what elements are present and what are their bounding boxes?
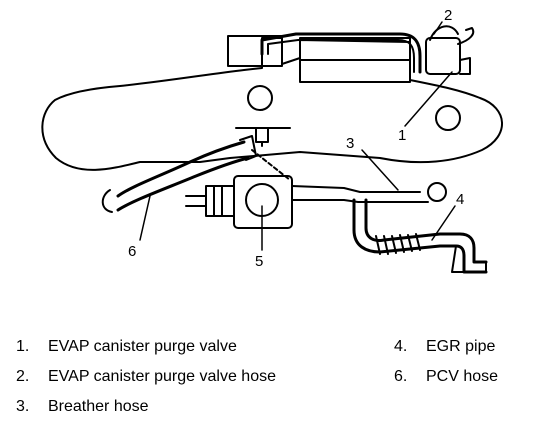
intake-manifold-body (41, 37, 503, 171)
legend-item-1: 1. EVAP canister purge valve (16, 337, 237, 357)
purge-valve (425, 37, 461, 75)
legend-label: EVAP canister purge valve hose (48, 368, 276, 385)
manifold-port-left (247, 85, 273, 111)
callout-5: 5 (255, 253, 263, 270)
callout-6: 6 (128, 243, 136, 260)
manifold-port-right (435, 105, 461, 131)
throttle-sensor (205, 185, 235, 217)
callout-3: 3 (346, 135, 354, 152)
pcv-hose (116, 140, 246, 198)
callout-1: 1 (398, 127, 406, 144)
engine-component-diagram: 2 1 3 4 5 6 (41, 7, 503, 274)
purge-valve-hose-line (260, 32, 422, 74)
legend-number: 3. (16, 398, 30, 415)
legend-label: EGR pipe (426, 338, 496, 355)
legend-number: 6. (394, 368, 408, 385)
legend-item-4: 4. EGR pipe (394, 337, 495, 357)
legend-item-2: 2. EVAP canister purge valve hose (16, 367, 276, 387)
egr-corrugation (375, 233, 421, 255)
legend-number: 1. (16, 338, 30, 355)
legend-item-6: 6. PCV hose (394, 367, 498, 387)
callout-4: 4 (456, 191, 464, 208)
legend-label: Breather hose (48, 398, 149, 415)
callout-2: 2 (444, 7, 452, 24)
legend-item-3: 3. Breather hose (16, 397, 149, 417)
legend-number: 2. (16, 368, 30, 385)
upper-plenum (227, 35, 283, 67)
breather-end-port (427, 182, 447, 202)
legend-number: 4. (394, 338, 408, 355)
egr-pipe (352, 198, 488, 274)
legend-label: PCV hose (426, 368, 499, 385)
legend-label: EVAP canister purge valve (48, 338, 237, 355)
